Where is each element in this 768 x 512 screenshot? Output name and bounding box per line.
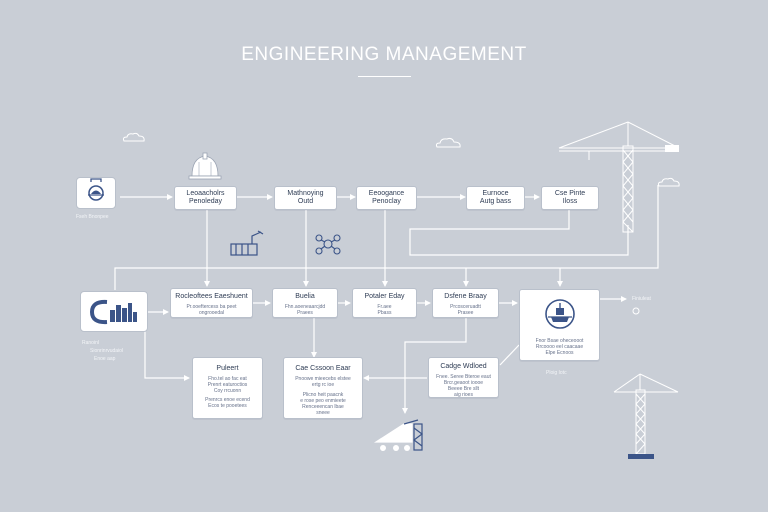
box-detail: Prcosceruadtt	[450, 304, 481, 310]
summary-caption: Ploig Iotc	[546, 370, 567, 376]
box-detail: Fho.tel ao fac eat	[208, 376, 247, 382]
process-box-bottom-3: Cadge Wdloed Fnee. Seree Bteroe eaut Brc…	[428, 357, 499, 398]
box-detail: Plicno heit paacnk	[302, 392, 344, 398]
hard-hat-icon	[188, 152, 222, 180]
skyline-logo-icon	[89, 299, 137, 325]
mini-node-icon	[632, 307, 640, 315]
bulldozer-icon	[230, 230, 264, 256]
tower-crane-icon	[613, 373, 679, 459]
box-title: Eeoogance	[368, 190, 405, 197]
side-note: Finiuleat	[632, 296, 651, 302]
box-title: Mathnoying	[287, 190, 324, 197]
network-node-icon	[315, 234, 341, 255]
construction-site-icon	[544, 299, 575, 329]
process-box-mid-2: Buelia Fhn.aoeneaarcjdd Praees	[272, 288, 338, 318]
box-title: Potaler Eday	[364, 293, 405, 300]
cloud-icon	[122, 132, 145, 142]
box-detail: ongrooedal	[198, 310, 225, 316]
process-box-top-4: Eurnoce Autg bass	[466, 186, 525, 210]
title-underline	[358, 76, 411, 77]
box-detail: Fr.aee	[377, 304, 392, 310]
cloud-icon	[657, 177, 680, 187]
crane-truck-icon	[374, 419, 423, 451]
box-title: Dsfene Braay	[444, 293, 487, 300]
box-title: Leoaacholrs	[186, 190, 225, 197]
box-detail: Fnor Bsae oheceooot	[535, 338, 584, 344]
process-box-mid-4: Dsfene Braay Prcosceruadtt Prasee	[432, 288, 499, 318]
box-detail: Rrcoooo eel caacaae	[535, 344, 584, 350]
process-box-mid-3: Potaler Eday Fr.aee Pbass	[352, 288, 417, 318]
box-detail: Fnee. Seree Bteroe eaut	[436, 374, 491, 380]
box-detail: Fhn.aoeneaarcjdd	[284, 304, 326, 310]
box-detail: ertg rc ioe	[311, 382, 335, 388]
arrow-logo-to-project	[144, 330, 190, 381]
box-detail: Beeee Bre sllt	[447, 386, 480, 392]
process-box-top-1: Leoaacholrs Penoleday	[174, 186, 237, 210]
box-title: Buelia	[295, 293, 315, 300]
process-box-top-5: Cse Pinte Iloss	[541, 186, 599, 210]
box-detail: Pnoowe mieecebs elstee	[295, 376, 351, 382]
process-box-bottom-2: Cae Cssoon Eaar Pnoowe mieecebs elstee e…	[283, 357, 363, 419]
side-note: Sionrinrvudaiol	[90, 348, 124, 354]
side-note: Ranoinl	[82, 340, 99, 346]
box-detail: Praees	[297, 310, 313, 316]
box-detail: Renceeencan lbae	[302, 404, 344, 410]
box-subtitle: Penoclay	[372, 198, 401, 205]
box-subtitle: Autg bass	[479, 198, 512, 205]
box-detail: Pr.ooeftercess ba peet	[186, 304, 237, 310]
box-title: Puleert	[216, 365, 239, 372]
box-title: Cse Pinte	[554, 190, 586, 197]
box-detail: Ecos te pooetees	[208, 403, 247, 409]
box-subtitle: Outd	[297, 198, 314, 205]
link-big-to-bottom3	[499, 344, 520, 366]
distribution-line	[114, 185, 659, 290]
page-title: ENGINEERING MANAGEMENT	[241, 44, 527, 65]
box-subtitle: Penoleday	[188, 198, 223, 205]
process-box-top-3: Eeoogance Penoclay	[356, 186, 417, 210]
box-detail: Prasee	[457, 310, 474, 316]
box-detail: Coy rrcuonn	[213, 388, 242, 394]
side-note: Enoe aap	[94, 356, 116, 362]
box-title: Cae Cssoon Eaar	[295, 365, 351, 372]
box-detail: Prenrt eaturoctios	[207, 382, 248, 388]
briefcase-icon	[76, 177, 116, 209]
box-detail: Brcr.geaoot ioooe	[443, 380, 484, 386]
start-caption: Fseh Bnonpee	[76, 214, 109, 220]
box-title: Cadge Wdloed	[440, 363, 487, 370]
box-detail: Prenrcs enoe ecend	[205, 397, 250, 403]
process-box-mid-1: Rocleoftees Eaeshuent Pr.ooeftercess ba …	[170, 288, 253, 318]
company-logo-box	[80, 291, 148, 332]
tower-crane-icon	[558, 121, 680, 233]
arrow-to-truck	[402, 318, 467, 414]
process-box-bottom-1: Puleert Fho.tel ao fac eat Prenrt eaturo…	[192, 357, 263, 419]
box-detail: Elpe Ecnoos	[545, 350, 574, 356]
box-title: Rocleoftees Eaeshuent	[175, 293, 248, 300]
box-subtitle: Iloss	[562, 198, 578, 205]
cloud-icon	[435, 137, 461, 148]
box-detail: Pbass	[377, 310, 392, 316]
box-title: Eurnoce	[482, 190, 509, 197]
box-detail: aig rioes	[454, 392, 473, 398]
process-box-top-2: Mathnoying Outd	[274, 186, 337, 210]
box-detail: sneee	[316, 410, 330, 416]
summary-box: Fnor Bsae oheceooot Rrcoooo eel caacaae …	[519, 289, 600, 361]
loop-line	[409, 210, 629, 256]
box-detail: e rose peo enmieete	[300, 398, 346, 404]
